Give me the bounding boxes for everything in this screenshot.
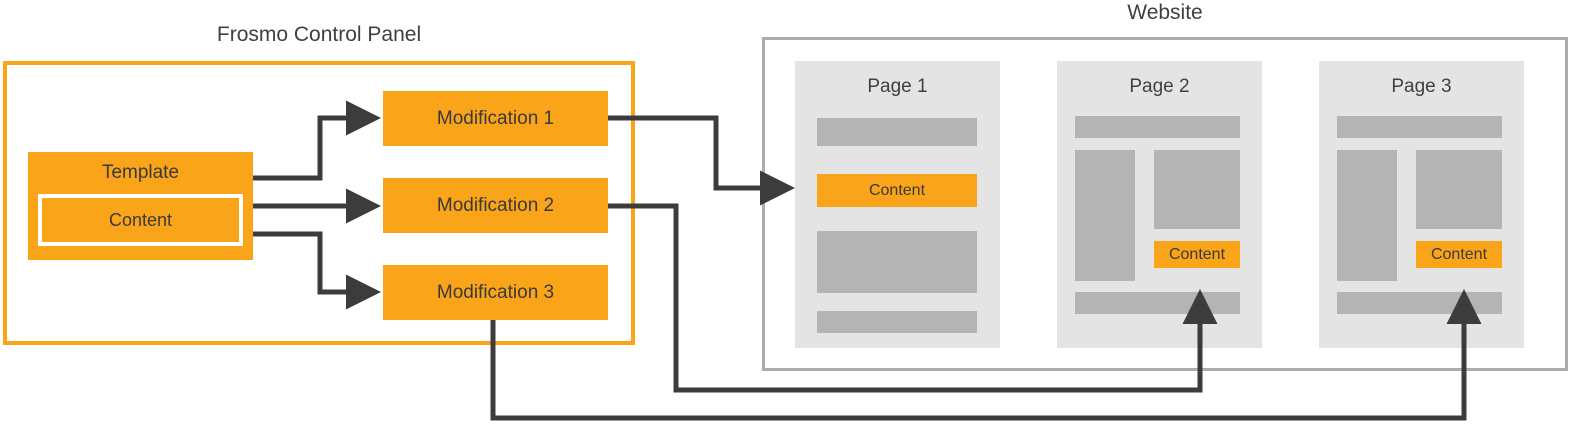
page-1-title: Page 1 [867, 76, 928, 97]
control-panel-frame [3, 61, 635, 345]
page-1-block-header [817, 118, 977, 146]
template-content-box[interactable]: Content [38, 194, 243, 246]
modification-3-box[interactable]: Modification 3 [383, 265, 608, 320]
page-2-block-main [1154, 150, 1240, 229]
page-3-panel[interactable]: Page 3 Content [1319, 61, 1524, 348]
website-title: Website [1127, 1, 1203, 24]
page-1-block-footer [817, 311, 977, 333]
page-2-block-header [1075, 116, 1240, 138]
modification-2-box[interactable]: Modification 2 [383, 178, 608, 233]
page-2-title: Page 2 [1129, 76, 1190, 97]
page-3-block-footer [1337, 292, 1502, 314]
template-box[interactable]: Template Content [28, 152, 253, 260]
control-panel-title: Frosmo Control Panel [216, 23, 422, 46]
page-2-block-sidebar [1075, 150, 1135, 281]
page-1-block-main [817, 231, 977, 293]
page-1-content-block[interactable]: Content [817, 174, 977, 207]
page-2-content-block[interactable]: Content [1154, 241, 1240, 268]
page-3-block-sidebar [1337, 150, 1397, 281]
page-3-content-block[interactable]: Content [1416, 241, 1502, 268]
page-2-panel[interactable]: Page 2 Content [1057, 61, 1262, 348]
page-3-title: Page 3 [1391, 76, 1452, 97]
template-label: Template [101, 162, 180, 183]
page-1-panel[interactable]: Page 1 Content [795, 61, 1000, 348]
page-3-block-header [1337, 116, 1502, 138]
page-2-block-footer [1075, 292, 1240, 314]
page-3-block-main [1416, 150, 1502, 229]
modification-1-box[interactable]: Modification 1 [383, 91, 608, 146]
